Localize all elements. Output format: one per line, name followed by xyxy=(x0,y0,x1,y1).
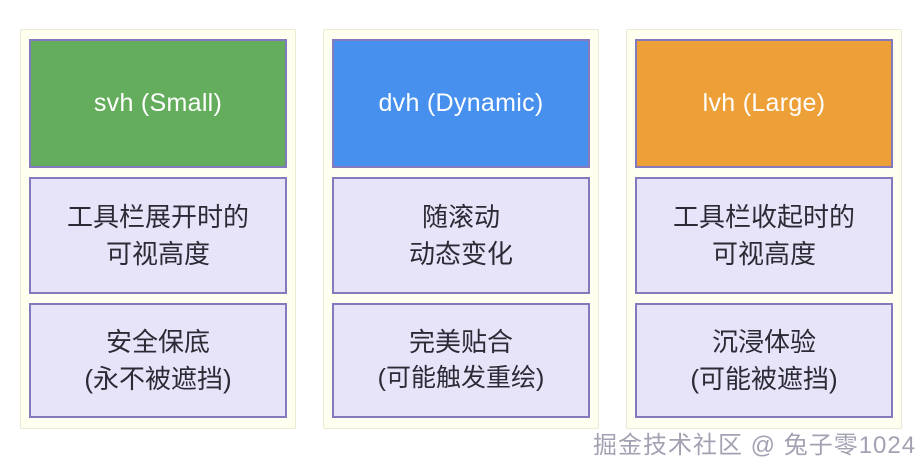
header-label-svh: svh (Small) xyxy=(93,88,223,117)
header-cell-svh: svh (Small) xyxy=(29,39,287,168)
trait-cell-svh: 安全保底 (永不被遮挡) xyxy=(29,303,287,418)
description-line: 随滚动 xyxy=(421,201,500,232)
description-line: 动态变化 xyxy=(408,238,513,269)
header-label-lvh: lvh (Large) xyxy=(702,88,826,117)
trait-line: 完美贴合 xyxy=(408,327,513,358)
description-line: 可视高度 xyxy=(711,238,816,269)
trait-line: (可能被遮挡) xyxy=(690,363,838,394)
header-cell-dvh: dvh (Dynamic) xyxy=(332,39,590,168)
trait-line: (永不被遮挡) xyxy=(84,363,232,394)
trait-line: (可能触发重绘) xyxy=(377,364,545,393)
trait-line: 沉浸体验 xyxy=(711,326,816,357)
description-cell-lvh: 工具栏收起时的 可视高度 xyxy=(635,177,893,294)
column-svh: svh (Small) 工具栏展开时的 可视高度 安全保底 (永不被遮挡) xyxy=(20,29,296,429)
header-cell-lvh: lvh (Large) xyxy=(635,39,893,168)
description-line: 可视高度 xyxy=(105,238,210,269)
trait-line: 安全保底 xyxy=(105,326,210,357)
trait-cell-dvh: 完美贴合 (可能触发重绘) xyxy=(332,303,590,418)
description-line: 工具栏收起时的 xyxy=(672,201,855,232)
description-cell-svh: 工具栏展开时的 可视高度 xyxy=(29,177,287,294)
trait-cell-lvh: 沉浸体验 (可能被遮挡) xyxy=(635,303,893,418)
column-dvh: dvh (Dynamic) 随滚动 动态变化 完美贴合 (可能触发重绘) xyxy=(323,29,599,429)
description-line: 工具栏展开时的 xyxy=(66,201,249,232)
column-lvh: lvh (Large) 工具栏收起时的 可视高度 沉浸体验 (可能被遮挡) xyxy=(626,29,902,429)
description-cell-dvh: 随滚动 动态变化 xyxy=(332,177,590,294)
header-label-dvh: dvh (Dynamic) xyxy=(378,88,544,117)
